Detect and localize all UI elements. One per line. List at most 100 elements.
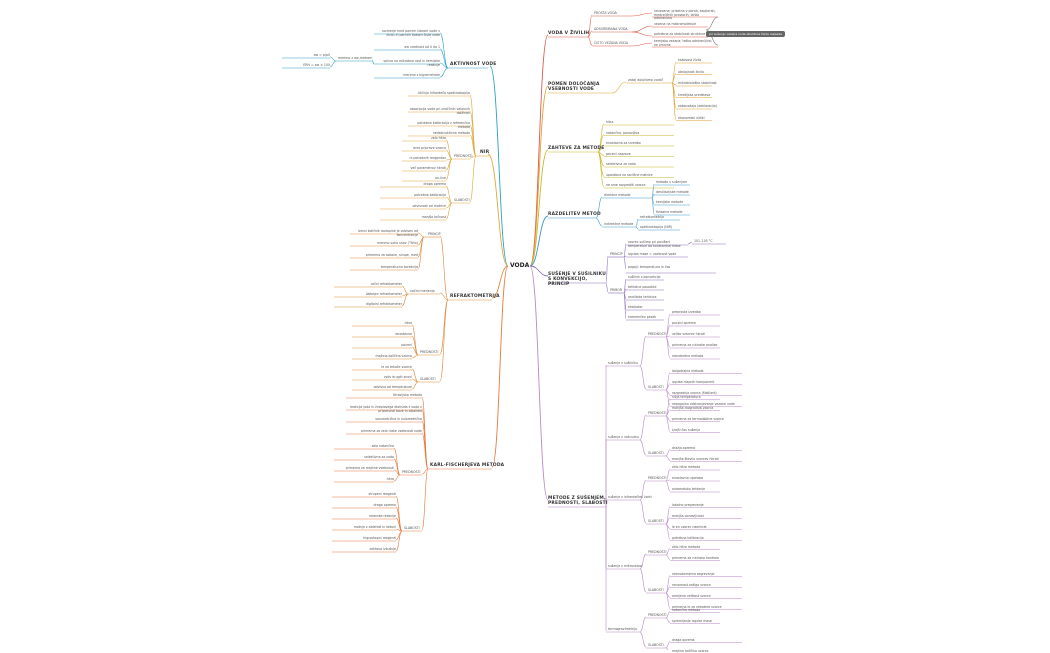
advantage-item[interactable]: preprosta izvedba [672,311,701,315]
kf-advantages-label[interactable]: PREDNOSTI [402,471,420,475]
nir-disadvantages-label[interactable]: SLABOSTI [454,199,470,203]
nir-disadvantage[interactable]: potrebna kalibracija [380,194,446,198]
zahteva-item[interactable]: natančna, ponovljiva [606,132,674,136]
disadvantage-item[interactable]: omejena velikost vzorca [672,595,742,599]
nir-advantage[interactable]: ni potrebnih reagentov [402,157,446,161]
refrakto-princip-item[interactable]: merimo suho snov (°Brix) [350,242,418,246]
advantages-label[interactable]: PREDNOSTI [648,412,666,416]
advantage-item[interactable]: manjša razgradnja vzorca [672,407,713,411]
pomen-item[interactable]: ekonomski vidiki [678,117,705,121]
refrakto-type[interactable]: digitalni refraktometer [334,303,402,307]
refrakto-advantage[interactable]: majhna količina vzorca [352,355,412,359]
indirect-method-item[interactable]: spektroskopija (NIR) [640,226,672,230]
formula-item[interactable]: ERH = aw × 100 [282,64,330,68]
advantage-item[interactable]: natančna metoda [672,609,700,613]
nir-disadvantage[interactable]: manjša točnost [380,216,446,220]
refrakto-type[interactable]: Abbejev refraktometer [334,293,402,297]
branch-susenje-princip[interactable]: SUŠENJE V SUŠILNIKU S KONVEKCIJO, PRINCI… [548,272,608,287]
disadvantage-item[interactable]: nevarnost zažiga vzorca [672,584,742,588]
method-group-label[interactable]: sušenje z infrardečimi žarki [608,496,652,500]
pomen-subtopic[interactable]: zakaj določamo vodo? [628,79,663,83]
branch-zahteve[interactable]: ZAHTEVE ZA METODE [548,146,604,151]
princip-item[interactable]: vzorec sušimo pri povišani temperaturi d… [628,241,686,248]
pomen-item[interactable]: zakonodaja (deklaracija) [678,105,717,109]
disadvantage-item[interactable]: neenakomerno segrevanje [672,573,742,577]
water-type-label[interactable]: ADSORBIRANA VODA [594,28,628,32]
method-group-label[interactable]: termogravimetrija [608,628,637,632]
refrakto-advantages-label[interactable]: PREDNOSTI [420,351,438,355]
advantage-item[interactable]: zelo hitra metoda [672,466,700,470]
pribor-item[interactable]: kremenčev pesek [628,316,656,320]
water-type-desc[interactable]: kemijsko vezana; težko odstranljiva; ne … [654,40,716,47]
method-group-label[interactable]: sušenje z mikrovalovi [608,565,642,569]
branch-pomen-dolocanja[interactable]: POMEN DOLOČANJA VSEBNOSTI VODE [548,82,618,92]
disadvantage-item[interactable]: draga oprema [672,639,742,643]
nir-advantage[interactable]: zelo hitra [402,137,446,141]
kf-advantage[interactable]: hitra [334,478,394,482]
advantage-item[interactable]: krajši čas sušenja [672,429,700,433]
disadvantages-label[interactable]: SLABOSTI [648,452,664,456]
refrakto-disadvantage[interactable]: le za tekoče vzorce [352,366,412,370]
princip-label[interactable]: PRINCIP [610,253,623,257]
advantage-item[interactable]: primerna za rutinsko kontrolo [672,557,719,561]
refrakto-advantage[interactable]: poceni [352,344,412,348]
advantage-item[interactable]: veliko vzorcev hkrati [672,333,705,337]
water-type-label[interactable]: ČISTO VEZANA VODA [594,42,628,46]
kf-item[interactable]: titracijska metoda [346,394,422,398]
zahteva-item[interactable]: enostavna za izvedbo [606,142,674,146]
kf-disadvantage[interactable]: draga oprema [332,504,396,508]
formula-item[interactable]: aw = p/p0 [282,54,330,58]
princip-item[interactable]: pogoji: temperatura in čas [628,266,710,270]
refrakto-disadvantages-label[interactable]: SLABOSTI [420,378,436,382]
kf-disadvantages-label[interactable]: SLABOSTI [404,527,420,531]
direct-method-item[interactable]: metode s sušenjem [656,181,687,185]
disadvantage-item[interactable]: manjša ponovljivost [672,515,742,519]
refrakto-type[interactable]: ročni refraktometer [334,283,402,287]
refrakto-princip-item[interactable]: primerna za sokove, sirupe, med [350,254,418,258]
pribor-item[interactable]: eksikator [628,306,643,310]
kf-disadvantage[interactable]: strupeni reagenti [332,493,396,497]
disadvantages-label[interactable]: SLABOSTI [648,644,664,648]
kf-disadvantage[interactable]: zahteva izkušnje [332,548,396,552]
water-type-desc[interactable]: vezana na makromolekule [654,23,696,27]
branch-voda-v-zivilih[interactable]: VODA V ŽIVILIH [548,31,589,36]
nir-advantage[interactable]: on-line [402,177,446,181]
zahteva-item[interactable]: selektivna za vodo [606,163,674,167]
kf-item[interactable]: primerna za zelo nizke vsebnosti vode [346,430,422,434]
nir-advantage[interactable]: brez priprave vzorca [402,147,446,151]
nir-advantage[interactable]: več parametrov hkrati [402,167,446,171]
indirect-methods-label[interactable]: indirektne metode [604,223,633,227]
disadvantage-item[interactable]: potrebna kalibracija [672,537,742,541]
branch-aktivnost-vode[interactable]: AKTIVNOST VODE [450,62,496,67]
advantage-item[interactable]: nižja temperatura [672,396,701,400]
disadvantage-item[interactable]: manjše število vzorcev hkrati [672,458,742,462]
advantage-item[interactable]: primerna za termolabilne vzorce [672,418,724,422]
advantage-item[interactable]: enostavna uporaba [672,477,703,481]
direct-methods-label[interactable]: direktne metode [604,194,630,198]
water-type-desc[interactable]: potrebna za stabilnost strukture [654,33,705,37]
direct-method-item[interactable]: destilacijske metode [656,191,689,195]
disadvantage-item[interactable]: majhna količina vzorca [672,650,742,653]
summary-note[interactable]: pri sušenju vezane vode struktura živila… [706,31,785,37]
method-group-label[interactable]: sušenje v vakuumu [608,436,639,440]
kf-item[interactable]: reakcija joda in žveplovega dioksida z v… [346,406,422,413]
refrakto-disadvantage[interactable]: odvisna od temperature [352,386,412,390]
refrakto-disadvantage[interactable]: vpliv drugih snovi [352,376,412,380]
temperature-value[interactable]: 101–105 °C [694,240,713,244]
nir-item[interactable]: potrebna kalibracija z referenčno metodo [408,122,470,129]
zahteva-item[interactable]: poceni naprave [606,153,674,157]
aktivnost-item[interactable]: vpliva na mikrobno rast in kemijske reak… [374,60,440,67]
refrakto-advantage[interactable]: hitra [352,322,412,326]
pomen-item[interactable]: obstojnost živila [678,71,704,75]
kf-item[interactable]: volumetrična in kulometrična [346,418,422,422]
pribor-label[interactable]: PRIBOR [610,289,622,293]
nir-disadvantage[interactable]: draga oprema [380,183,446,187]
refrakto-princip-label[interactable]: PRINCIP [428,233,441,237]
pribor-item[interactable]: tehtalne posodice [628,286,657,290]
nir-item[interactable]: bližnja infrardeča spektroskopija [408,92,470,96]
aktivnost-item[interactable]: merimo z higrometrom [374,74,440,78]
zahteva-item[interactable]: uporabna za različne matrice [606,174,674,178]
water-type-desc[interactable]: nevezana; prisotna v porah, kapilarah, m… [654,10,716,21]
kf-advantage[interactable]: zelo natančna [334,445,394,449]
kf-disadvantage[interactable]: higroskopni reagenti [332,537,396,541]
